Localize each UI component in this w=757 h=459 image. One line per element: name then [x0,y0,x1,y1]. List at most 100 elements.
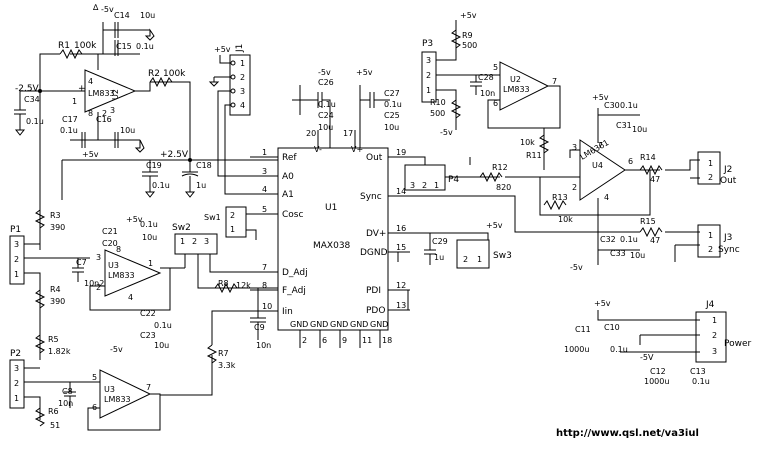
source-url: http://www.qsl.net/va3iul [556,428,699,439]
svg-text:1000u: 1000u [644,377,669,386]
svg-text:2: 2 [422,181,427,190]
c19-cap [142,160,158,192]
svg-text:100k: 100k [163,69,186,79]
chip-pin-label: PDI [366,286,381,296]
svg-text:1: 1 [434,181,439,190]
chip-pin-label: A0 [282,172,294,182]
j3-connector: 1 2 J3 Sync [697,224,740,258]
chip-pin-label: Iin [282,307,293,317]
svg-text:10u: 10u [140,11,155,20]
j1-header: J1 1 2 3 4 [229,44,251,116]
svg-text:C33: C33 [610,249,626,258]
j4-power-connector: J4 1 2 3 Power [695,300,752,363]
r12-resistor [479,171,503,183]
svg-text:C29: C29 [432,237,448,246]
chip-pin-label: GND [350,320,368,329]
svg-text:10u: 10u [318,123,333,132]
svg-text:C18: C18 [196,161,212,170]
svg-text:5: 5 [92,373,97,382]
c8-cap [64,382,76,408]
svg-text:R6: R6 [48,407,59,416]
svg-text:1: 1 [14,270,19,279]
r8-resistor [214,282,238,294]
svg-text:100k: 100k [74,41,97,51]
svg-text:2: 2 [240,73,245,82]
svg-text:C34: C34 [24,95,40,104]
svg-text:C9: C9 [254,323,265,332]
svg-text:+5v: +5v [592,93,609,102]
svg-text:+: + [78,84,86,94]
svg-text:4: 4 [604,193,609,202]
chip-pin-label: V- [314,145,322,154]
svg-text:1: 1 [426,86,431,95]
svg-text:2: 2 [96,283,101,292]
svg-text:1: 1 [712,316,717,325]
svg-text:U2: U2 [510,75,521,84]
chip-pin-number: 18 [382,336,392,345]
svg-text:+5v: +5v [356,68,373,77]
chip-pin-number: 5 [262,205,267,214]
chip-pin-label: GND [310,320,328,329]
svg-text:+5v: +5v [594,299,611,308]
svg-text:J3: J3 [723,233,732,243]
svg-text:7: 7 [552,77,557,86]
svg-text:10u: 10u [384,123,399,132]
chip-part: MAX038 [313,241,351,251]
svg-text:2: 2 [192,237,197,246]
svg-text:1u: 1u [434,253,444,262]
chip-pin-label: GND [330,320,348,329]
svg-text:1000u: 1000u [564,345,589,354]
svg-text:10u: 10u [632,125,647,134]
max038-chip: U1 MAX038 1Ref3A04A15Cosc7D_Adj8F_Adj10I… [250,129,410,348]
svg-text:8: 8 [116,245,121,254]
chip-pin-number: 3 [262,167,267,176]
svg-text:6: 6 [628,157,633,166]
svg-text:1: 1 [708,159,713,168]
chip-pin-label: DGND [360,248,388,258]
svg-text:R9: R9 [462,31,473,40]
sw2-switch: 1 2 3 Sw2 [172,223,218,255]
r2-resistor [149,76,173,88]
chip-pin-number: 1 [262,148,267,157]
svg-text:1.82k: 1.82k [48,347,71,356]
svg-text:C12: C12 [650,367,666,376]
svg-text:500: 500 [430,109,445,118]
svg-text:U3: U3 [104,385,115,394]
svg-text:10u: 10u [154,341,169,350]
chip-pin-number: 9 [342,336,347,345]
u2-opamp: LM833 U2 4 8 1 2 3 + [72,69,137,118]
svg-text:R8: R8 [218,279,229,288]
svg-text:10n: 10n [58,399,73,408]
chip-pin-label: D_Adj [282,268,308,278]
svg-text:Sw1: Sw1 [204,213,221,222]
svg-text:U3: U3 [108,261,119,270]
chip-pin-number: 20 [306,129,316,138]
u2-part-label: LM833 [88,89,115,98]
svg-text:C21: C21 [102,227,118,236]
u2b-triangle [499,61,550,111]
chip-pin-label: F_Adj [282,286,306,296]
chip-pin-label: PDO [366,306,385,316]
svg-text:2: 2 [230,211,235,220]
svg-text:+5v: +5v [214,45,231,54]
svg-text:Out: Out [720,176,737,186]
svg-text:0.1u: 0.1u [610,345,628,354]
svg-text:J4: J4 [705,300,715,310]
chip-pin-number: 8 [262,281,267,290]
svg-text:Sw3: Sw3 [493,251,512,261]
svg-text:0.1u: 0.1u [152,181,170,190]
chip-pin-label: Ref [282,153,297,163]
r4-resistor [34,289,46,309]
svg-text:C24: C24 [318,111,334,120]
svg-text:47: 47 [650,236,660,245]
svg-text:3: 3 [426,56,431,65]
svg-text:4: 4 [88,77,93,86]
chip-pin-number: 13 [396,301,406,310]
svg-text:∆: ∆ [92,3,99,12]
svg-text:R15: R15 [640,217,656,226]
svg-text:3: 3 [240,87,245,96]
svg-text:1: 1 [72,97,77,106]
chip-pin-label: DV+ [366,229,386,239]
svg-text:1: 1 [477,255,482,264]
